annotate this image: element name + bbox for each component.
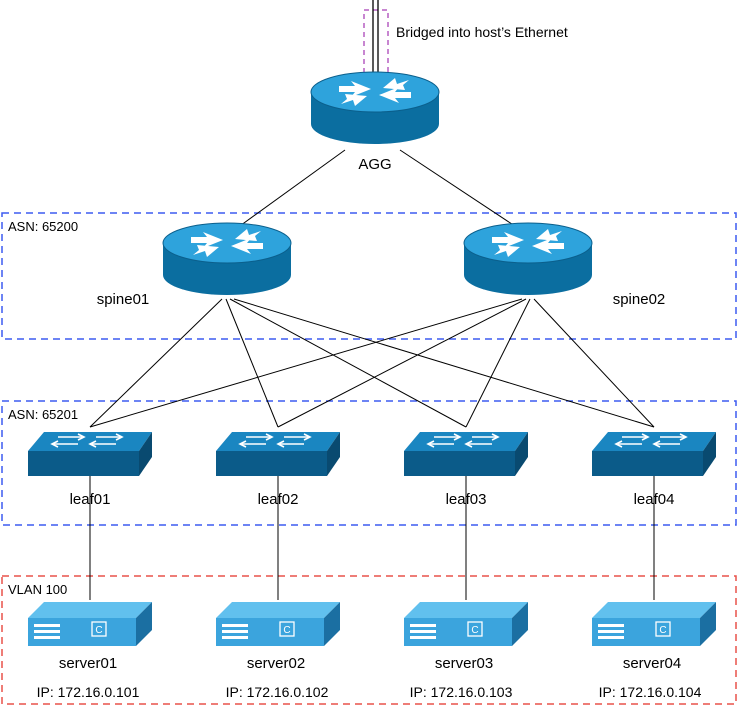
server-server04[interactable]: server04 IP: 172.16.0.104 [591,601,717,700]
server-icon [591,601,717,647]
leaf-asn-zone [1,400,737,526]
leaf01-label: leaf01 [70,491,111,508]
server02-ip: IP: 172.16.0.102 [226,684,329,700]
server-server02[interactable]: server02 IP: 172.16.0.102 [215,601,341,700]
server01-label: server01 [59,655,117,672]
spine-leaf-links [89,298,655,428]
agg-label: AGG [358,156,391,173]
router-spine01[interactable]: spine01 [97,222,292,308]
leaf-server-links [89,476,655,600]
server03-ip: IP: 172.16.0.103 [410,684,513,700]
router-icon [310,71,440,145]
switch-icon [403,431,529,477]
spine01-label: spine01 [97,291,150,308]
link-spine02-leaf01 [89,298,523,428]
bridge-annotation: Bridged into host’s Ethernet [396,24,568,40]
server-server03[interactable]: server03 IP: 172.16.0.103 [403,601,529,700]
switch-leaf02[interactable]: leaf02 [215,431,341,508]
router-spine02[interactable]: spine02 [463,222,666,308]
spine-asn-label: ASN: 65200 [8,219,78,234]
link-agg-spine01 [225,149,346,237]
switch-leaf03[interactable]: leaf03 [403,431,529,508]
agg-spine-links [225,149,531,237]
link-spine01-leaf04 [233,298,655,428]
switch-icon [215,431,341,477]
link-spine02-leaf03 [465,298,531,428]
server02-label: server02 [247,655,305,672]
spine-asn-zone [1,212,737,340]
router-icon [162,222,292,296]
server-icon [215,601,341,647]
link-spine01-leaf01 [89,298,223,428]
link-spine01-leaf03 [229,298,467,428]
vlan-label: VLAN 100 [8,582,67,597]
server03-label: server03 [435,655,493,672]
link-spine01-leaf02 [225,298,279,428]
link-agg-spine02 [399,149,531,237]
server-server01[interactable]: server01 IP: 172.16.0.101 [27,601,153,700]
switch-icon [591,431,717,477]
server04-label: server04 [623,655,681,672]
server04-ip: IP: 172.16.0.104 [599,684,702,700]
link-spine02-leaf04 [533,298,655,428]
server-icon [403,601,529,647]
vlan-zone [1,575,737,705]
spine02-label: spine02 [613,291,666,308]
switch-icon [27,431,153,477]
link-spine02-leaf02 [277,298,527,428]
switch-leaf04[interactable]: leaf04 [591,431,717,508]
leaf04-label: leaf04 [634,491,675,508]
router-icon [463,222,593,296]
bridge-box [363,9,389,77]
server01-ip: IP: 172.16.0.101 [37,684,140,700]
leaf03-label: leaf03 [446,491,487,508]
server-icon [27,601,153,647]
switch-leaf01[interactable]: leaf01 [27,431,153,508]
leaf02-label: leaf02 [258,491,299,508]
leaf-asn-label: ASN: 65201 [8,407,78,422]
router-agg[interactable]: AGG [310,71,440,173]
